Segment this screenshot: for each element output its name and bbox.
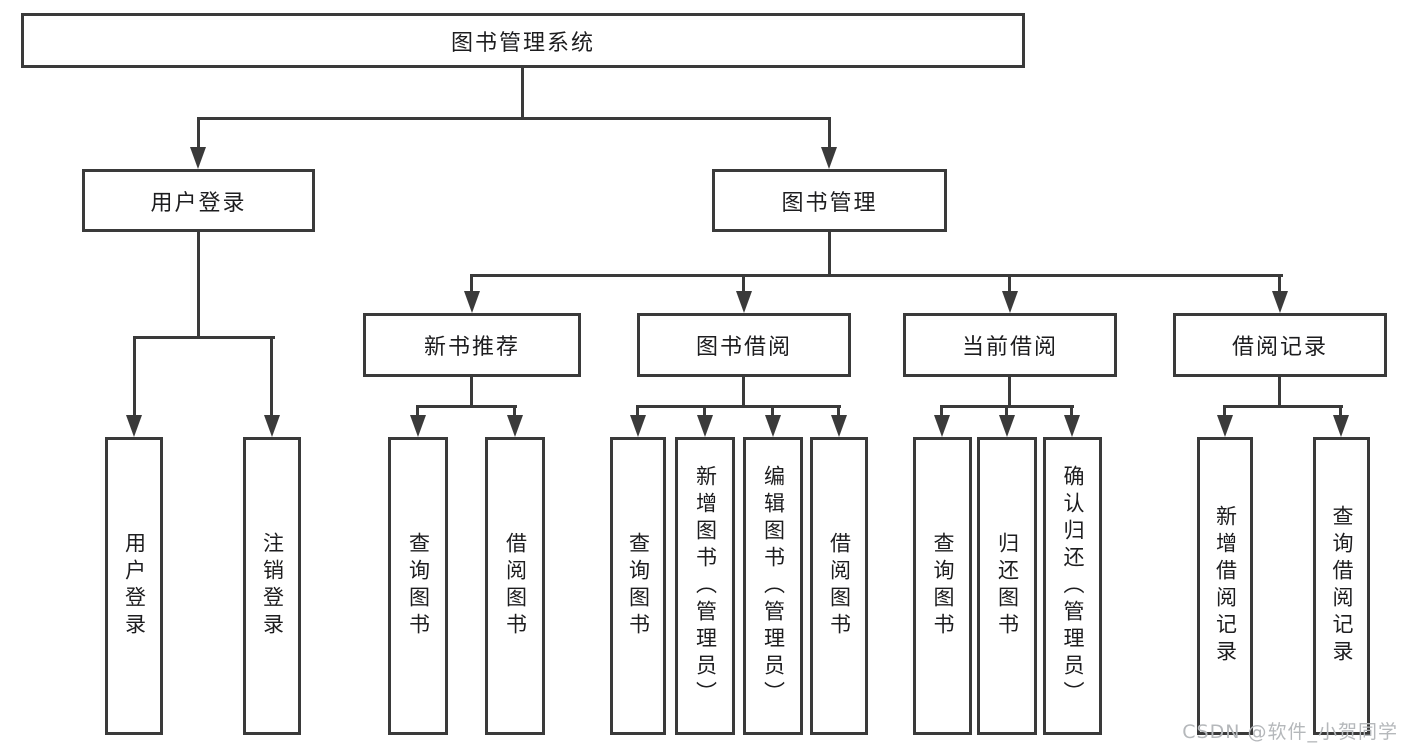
connector-line <box>417 405 517 408</box>
leaf-query-books-borrowing: 查询图书 <box>610 437 666 735</box>
connector-line <box>197 117 200 150</box>
arrow-down-icon <box>630 415 646 437</box>
connector-line <box>471 274 1283 277</box>
connector-line <box>636 405 841 408</box>
leaf-label: 借阅图书 <box>503 532 528 640</box>
leaf-confirm-return-admin: 确认归还（管理员） <box>1043 437 1102 735</box>
connector-line <box>470 377 473 405</box>
connector-line <box>416 405 419 419</box>
connector-line <box>837 405 840 419</box>
node-borrowing-records: 借阅记录 <box>1173 313 1387 377</box>
leaf-edit-book-admin: 编辑图书（管理员） <box>743 437 803 735</box>
leaf-label: 确认归还（管理员） <box>1061 464 1086 708</box>
connector-line <box>828 232 831 274</box>
connector-line <box>133 336 136 420</box>
connector-line <box>1008 377 1011 405</box>
csdn-watermark: CSDN @软件_小贺同学 <box>1182 721 1398 743</box>
connector-line <box>197 232 200 336</box>
connector-line <box>1339 405 1342 419</box>
connector-line <box>1223 405 1226 419</box>
node-label: 图书管理系统 <box>450 30 595 56</box>
node-label: 借阅记录 <box>1231 335 1328 360</box>
connector-line <box>1070 405 1073 419</box>
arrow-down-icon <box>1064 415 1080 437</box>
arrow-down-icon <box>821 147 837 169</box>
arrow-down-icon <box>1333 415 1349 437</box>
arrow-down-icon <box>264 415 280 437</box>
leaf-query-books-current: 查询图书 <box>913 437 972 735</box>
arrow-down-icon <box>831 415 847 437</box>
leaf-label: 查询图书 <box>931 532 956 640</box>
arrow-down-icon <box>126 415 142 437</box>
leaf-query-borrow-record: 查询借阅记录 <box>1313 437 1370 735</box>
connector-line <box>1278 274 1281 295</box>
node-book-borrowing: 图书借阅 <box>637 313 851 377</box>
connector-line <box>470 274 473 295</box>
connector-line <box>1224 405 1343 408</box>
arrow-down-icon <box>934 415 950 437</box>
connector-line <box>270 336 273 420</box>
connector-line <box>742 377 745 405</box>
connector-line <box>1005 405 1008 419</box>
arrow-down-icon <box>1272 291 1288 313</box>
node-current-borrowing: 当前借阅 <box>903 313 1117 377</box>
connector-line <box>1008 274 1011 295</box>
connector-line <box>771 405 774 419</box>
connector-line <box>513 405 516 419</box>
arrow-down-icon <box>697 415 713 437</box>
leaf-borrow-books-borrowing: 借阅图书 <box>810 437 868 735</box>
arrow-down-icon <box>765 415 781 437</box>
leaf-logout: 注销登录 <box>243 437 301 735</box>
connector-line <box>636 405 639 419</box>
leaf-return-book: 归还图书 <box>977 437 1037 735</box>
leaf-label: 新增借阅记录 <box>1213 505 1238 667</box>
leaf-label: 新增图书（管理员） <box>693 464 718 708</box>
leaf-borrow-books-recommend: 借阅图书 <box>485 437 545 735</box>
node-label: 图书借阅 <box>695 335 792 360</box>
connector-line <box>197 117 831 120</box>
connector-line <box>940 405 943 419</box>
node-library-management-system: 图书管理系统 <box>21 13 1025 68</box>
node-new-book-recommend: 新书推荐 <box>363 313 581 377</box>
leaf-add-borrow-record: 新增借阅记录 <box>1197 437 1253 735</box>
arrow-down-icon <box>464 291 480 313</box>
node-user-login: 用户登录 <box>82 169 315 232</box>
leaf-label: 查询图书 <box>626 532 651 640</box>
connector-line <box>1278 377 1281 405</box>
connector-line <box>703 405 706 419</box>
leaf-label: 注销登录 <box>260 532 285 640</box>
connector-line <box>742 274 745 295</box>
leaf-query-books-recommend: 查询图书 <box>388 437 448 735</box>
arrow-down-icon <box>999 415 1015 437</box>
connector-line <box>828 117 831 150</box>
node-label: 当前借阅 <box>961 335 1058 360</box>
node-label: 图书管理 <box>781 190 878 216</box>
arrow-down-icon <box>410 415 426 437</box>
arrow-down-icon <box>507 415 523 437</box>
leaf-label: 编辑图书（管理员） <box>761 464 786 708</box>
leaf-label: 借阅图书 <box>827 532 852 640</box>
arrow-down-icon <box>1217 415 1233 437</box>
node-label: 新书推荐 <box>423 335 520 360</box>
connector-line <box>521 68 524 117</box>
connector-line <box>133 336 275 339</box>
leaf-label: 查询图书 <box>406 532 431 640</box>
leaf-user-login: 用户登录 <box>105 437 163 735</box>
leaf-label: 用户登录 <box>122 532 147 640</box>
leaf-label: 归还图书 <box>995 532 1020 640</box>
node-label: 用户登录 <box>150 190 247 216</box>
node-book-management: 图书管理 <box>712 169 947 232</box>
arrow-down-icon <box>1002 291 1018 313</box>
leaf-add-book-admin: 新增图书（管理员） <box>675 437 735 735</box>
leaf-label: 查询借阅记录 <box>1330 505 1355 667</box>
arrow-down-icon <box>736 291 752 313</box>
arrow-down-icon <box>190 147 206 169</box>
